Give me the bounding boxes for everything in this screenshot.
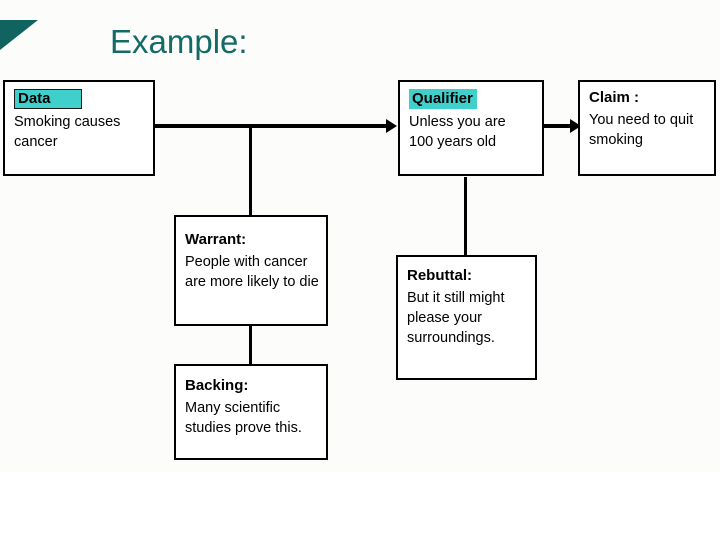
node-qualifier-content: Qualifier Unless you are 100 years old bbox=[400, 82, 542, 158]
node-data-line-2: cancer bbox=[14, 134, 58, 150]
node-backing-line-2: studies prove this. bbox=[185, 420, 302, 436]
node-rebuttal-label: Rebuttal: bbox=[407, 267, 472, 284]
node-warrant-content: Warrant: People with cancer are more lik… bbox=[176, 217, 326, 298]
node-claim-body: You need to quit smoking bbox=[589, 110, 706, 150]
node-claim-line-2: smoking bbox=[589, 132, 643, 148]
arrowhead-data-to-qualifier bbox=[386, 119, 397, 133]
node-data-body: Smoking causes cancer bbox=[14, 112, 145, 152]
node-data-content: Data Smoking causes cancer bbox=[5, 82, 153, 158]
slide-canvas bbox=[0, 0, 720, 472]
node-data-line-1: Smoking causes bbox=[14, 114, 121, 130]
node-backing: Backing: Many scientific studies prove t… bbox=[174, 364, 328, 460]
node-backing-label: Backing: bbox=[185, 377, 249, 394]
node-rebuttal-line-2: please your bbox=[407, 310, 482, 326]
arrowhead-qualifier-to-claim bbox=[570, 119, 581, 133]
connector-data-to-qualifier bbox=[150, 124, 390, 128]
node-rebuttal-line-1: But it still might bbox=[407, 290, 505, 306]
node-qualifier: Qualifier Unless you are 100 years old bbox=[398, 80, 544, 176]
node-warrant: Warrant: People with cancer are more lik… bbox=[174, 215, 328, 326]
node-qualifier-line-1: Unless you are bbox=[409, 114, 506, 130]
connector-qualifier-to-claim bbox=[543, 124, 575, 128]
node-qualifier-label: Qualifier bbox=[409, 89, 477, 109]
node-rebuttal-body: But it still might please your surroundi… bbox=[407, 288, 527, 348]
node-backing-line-1: Many scientific bbox=[185, 400, 281, 416]
node-data-label: Data bbox=[14, 89, 82, 109]
node-warrant-line-1: People with cancer bbox=[185, 254, 308, 270]
node-warrant-body: People with cancer are more likely to di… bbox=[185, 252, 319, 292]
page-title: Example: bbox=[110, 23, 248, 60]
node-claim-line-1: You need to quit bbox=[589, 112, 694, 128]
node-rebuttal-line-3: surroundings. bbox=[407, 330, 495, 346]
node-rebuttal-content: Rebuttal: But it still might please your… bbox=[398, 257, 535, 354]
connector-to-warrant bbox=[249, 124, 252, 217]
node-warrant-label: Warrant: bbox=[185, 231, 247, 248]
node-data: Data Smoking causes cancer bbox=[3, 80, 155, 176]
node-claim-label: Claim : bbox=[589, 89, 640, 106]
connector-qualifier-to-rebuttal bbox=[464, 177, 467, 257]
node-rebuttal: Rebuttal: But it still might please your… bbox=[396, 255, 537, 380]
corner-triangle-decoration bbox=[0, 20, 38, 50]
node-claim-content: Claim : You need to quit smoking bbox=[580, 82, 714, 156]
node-backing-content: Backing: Many scientific studies prove t… bbox=[176, 366, 326, 444]
node-claim: Claim : You need to quit smoking bbox=[578, 80, 716, 176]
node-qualifier-body: Unless you are 100 years old bbox=[409, 112, 534, 152]
node-qualifier-line-2: 100 years old bbox=[409, 134, 497, 150]
node-backing-body: Many scientific studies prove this. bbox=[185, 398, 318, 438]
node-warrant-line-2: are more likely to die bbox=[185, 274, 319, 290]
connector-warrant-to-backing bbox=[249, 326, 252, 364]
